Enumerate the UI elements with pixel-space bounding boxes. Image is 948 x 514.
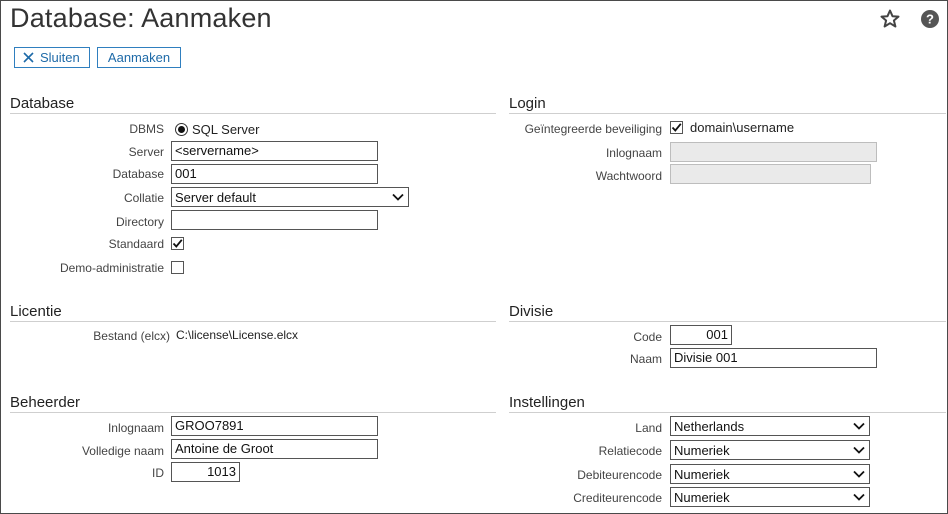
close-button-label: Sluiten (40, 50, 80, 65)
creditor-code-label: Crediteurencode (573, 491, 662, 505)
division-divider (509, 321, 946, 322)
admin-divider (10, 412, 496, 413)
dbms-radio[interactable] (175, 123, 188, 136)
database-divider (10, 113, 496, 114)
license-heading: Licentie (10, 303, 62, 320)
directory-input[interactable] (171, 210, 378, 230)
collation-value: Server default (175, 189, 256, 205)
close-button[interactable]: Sluiten (14, 47, 90, 68)
division-code-label: Code (633, 330, 662, 344)
svg-text:?: ? (926, 12, 934, 27)
admin-login-input[interactable]: GROO7891 (171, 416, 378, 436)
dbms-value: SQL Server (192, 122, 260, 137)
check-icon (172, 239, 183, 248)
demo-label: Demo-administratie (59, 261, 164, 275)
debtor-code-select[interactable]: Numeriek (670, 464, 870, 484)
login-name-label: Inlognaam (605, 146, 662, 160)
license-file-label: Bestand (elcx) (93, 329, 170, 343)
favorite-star-icon[interactable] (880, 9, 900, 29)
integrated-security-label: Geïntegreerde beveiliging (524, 122, 662, 136)
division-name-label: Naam (629, 352, 662, 366)
relation-code-label: Relatiecode (598, 444, 662, 458)
page-title: Database: Aanmaken (10, 3, 272, 33)
settings-heading: Instellingen (509, 394, 585, 411)
debtor-code-label: Debiteurencode (577, 468, 662, 482)
directory-label: Directory (115, 215, 164, 229)
create-button-label: Aanmaken (107, 50, 171, 65)
chevron-down-icon (853, 422, 865, 430)
collation-select[interactable]: Server default (171, 187, 409, 207)
debtor-code-value: Numeriek (674, 466, 730, 482)
password-input[interactable] (670, 164, 871, 184)
database-label: Database (112, 167, 164, 181)
close-icon (23, 52, 34, 63)
creditor-code-value: Numeriek (674, 489, 730, 505)
standard-checkbox[interactable] (171, 237, 184, 250)
chevron-down-icon (853, 446, 865, 454)
integrated-security-checkbox[interactable] (670, 121, 683, 134)
admin-login-label: Inlognaam (107, 421, 164, 435)
division-code-input[interactable]: 001 (670, 325, 732, 345)
license-file-value: C:\license\License.elcx (176, 328, 299, 342)
database-heading: Database (10, 95, 75, 112)
help-icon[interactable]: ? (920, 9, 940, 29)
login-heading: Login (509, 95, 546, 112)
country-select[interactable]: Netherlands (670, 416, 870, 436)
check-icon (671, 123, 682, 132)
chevron-down-icon (853, 493, 865, 501)
relation-code-select[interactable]: Numeriek (670, 440, 870, 460)
admin-id-label: ID (152, 466, 164, 480)
login-name-input[interactable] (670, 142, 877, 162)
dbms-label: DBMS (129, 122, 164, 136)
creditor-code-select[interactable]: Numeriek (670, 487, 870, 507)
chevron-down-icon (392, 193, 404, 201)
division-name-input[interactable]: Divisie 001 (670, 348, 877, 368)
license-divider (10, 321, 496, 322)
server-label: Server (128, 145, 164, 159)
create-button[interactable]: Aanmaken (97, 47, 181, 68)
country-label: Land (635, 421, 662, 435)
division-heading: Divisie (509, 303, 554, 320)
admin-fullname-label: Volledige naam (81, 444, 164, 458)
password-label: Wachtwoord (595, 169, 662, 183)
chevron-down-icon (853, 470, 865, 478)
admin-fullname-input[interactable]: Antoine de Groot (171, 439, 378, 459)
server-input[interactable]: <servername> (171, 141, 378, 161)
relation-code-value: Numeriek (674, 442, 730, 458)
country-value: Netherlands (674, 418, 745, 434)
demo-checkbox[interactable] (171, 261, 184, 274)
collation-label: Collatie (123, 191, 164, 205)
database-input[interactable]: 001 (171, 164, 378, 184)
login-divider (509, 113, 946, 114)
settings-divider (509, 412, 946, 413)
admin-heading: Beheerder (10, 394, 81, 411)
standard-label: Standaard (108, 237, 164, 251)
integrated-security-value: domain\username (690, 120, 795, 135)
admin-id-input[interactable]: 1013 (171, 462, 240, 482)
